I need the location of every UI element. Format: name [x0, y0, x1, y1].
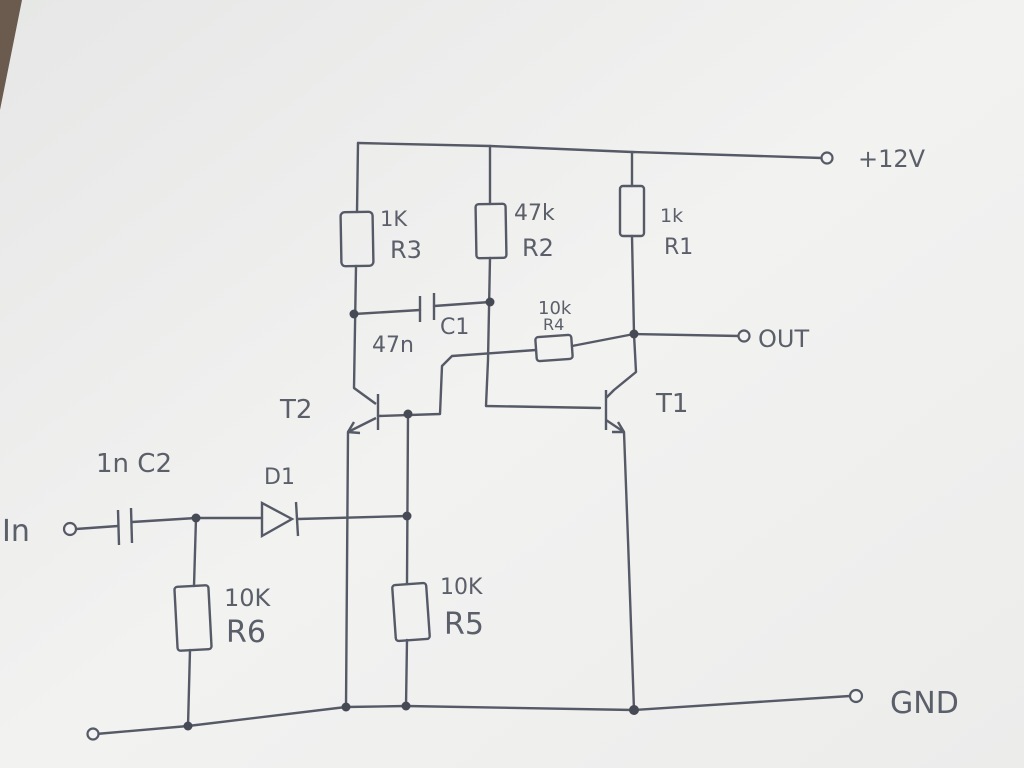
- r2-resistor: [474, 202, 508, 260]
- in-label: In: [2, 514, 30, 549]
- r1-bottom-lead: [612, 234, 638, 392]
- c1-left-lead: [352, 308, 422, 316]
- gnd-label: GND: [890, 686, 959, 721]
- junction-t2-base: [403, 409, 413, 419]
- d1-diode: [260, 501, 300, 539]
- r3-resistor: [339, 210, 375, 268]
- t1-transistor: [604, 389, 626, 434]
- r4-name-label: R4: [543, 315, 564, 334]
- c1-capacitor: [418, 293, 436, 322]
- r3-value-label: 1K: [380, 207, 408, 231]
- input-line: [74, 524, 120, 531]
- junction-d1-r5: [402, 511, 412, 521]
- junction-r5-ground: [401, 701, 411, 711]
- r4-resistor: [534, 333, 574, 363]
- supply-label: +12V: [858, 145, 926, 173]
- t1-emitter-ground: [622, 430, 636, 712]
- t2-transistor: [346, 387, 380, 435]
- ground-left-terminal: [86, 727, 100, 741]
- base-node-vertical: [405, 412, 410, 586]
- r1-value-label: 1k: [660, 205, 683, 227]
- r2-bottom-lead: [484, 256, 602, 410]
- r2-name-label: R2: [522, 234, 554, 262]
- r6-resistor: [173, 584, 213, 652]
- out-terminal: [737, 329, 751, 343]
- r1-resistor: [618, 184, 646, 238]
- supply-rail: [356, 141, 824, 160]
- in-terminal: [62, 521, 78, 537]
- c2-label: 1n C2: [96, 449, 172, 479]
- r1-name-label: R1: [664, 235, 693, 260]
- junction-r6-ground: [183, 721, 193, 731]
- out-label: OUT: [758, 325, 809, 353]
- junction-c2-r6: [191, 513, 201, 523]
- c1-right-lead: [432, 300, 492, 308]
- c1-name-label: C1: [440, 315, 469, 340]
- r6-name-label: R6: [226, 615, 266, 650]
- r6-value-label: 10K: [224, 584, 272, 612]
- c2-capacitor: [116, 507, 134, 546]
- d1-label: D1: [264, 465, 295, 490]
- r3-top-lead: [355, 141, 360, 214]
- r3-bottom-lead: [352, 264, 358, 390]
- r5-resistor: [391, 581, 431, 643]
- junction-r3-c1: [349, 309, 359, 319]
- t2-emitter-ground: [344, 430, 350, 709]
- out-line: [632, 332, 742, 338]
- supply-terminal: [820, 151, 834, 165]
- junction-t1-ground: [629, 705, 639, 715]
- r4-left-lead: [376, 348, 538, 418]
- c1-value-label: 47n: [372, 333, 414, 358]
- r2-value-label: 47k: [514, 201, 555, 226]
- junction-out: [629, 329, 639, 339]
- r5-value-label: 10K: [440, 575, 483, 600]
- r5-bottom-lead: [404, 638, 409, 708]
- gnd-terminal: [848, 688, 864, 704]
- ground-rail: [94, 694, 852, 736]
- t2-label: T2: [279, 395, 312, 425]
- r4-right-lead: [570, 332, 636, 348]
- r3-name-label: R3: [390, 236, 422, 264]
- r5-name-label: R5: [444, 607, 484, 642]
- junction-r2-c1: [485, 297, 495, 307]
- r6-top-lead: [192, 516, 198, 588]
- r4-value-label: 10k: [538, 298, 572, 319]
- junction-t2-ground: [341, 702, 351, 712]
- r6-bottom-lead: [186, 648, 192, 728]
- d1-output-lead: [296, 514, 410, 521]
- t1-label: T1: [655, 389, 688, 419]
